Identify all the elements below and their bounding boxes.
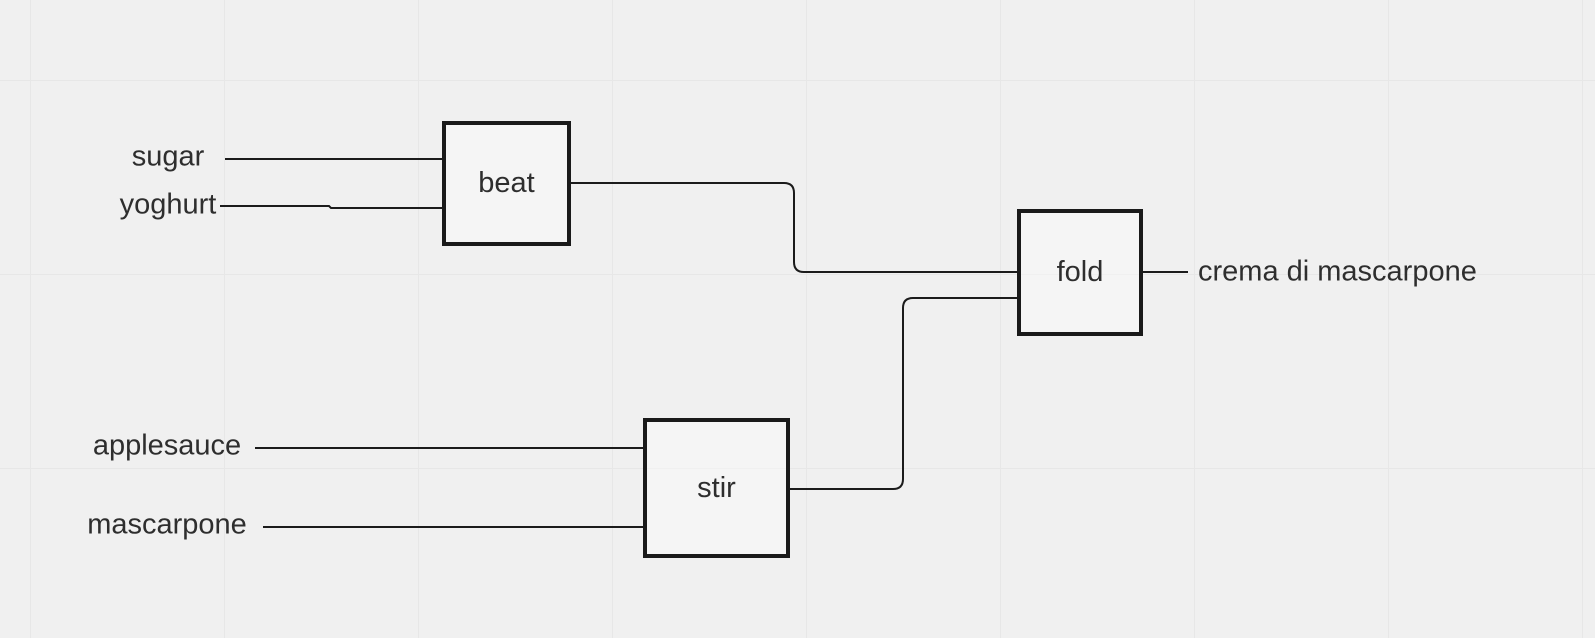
- node-stir[interactable]: stir: [643, 418, 790, 558]
- node-fold-label: fold: [1056, 256, 1104, 288]
- edge-beat-to-fold[interactable]: [571, 182, 1018, 273]
- edge-stir-to-fold[interactable]: [789, 297, 1018, 490]
- edge-yoghurt-to-beat[interactable]: [220, 205, 443, 209]
- output-label-crema-di-mascarpone: crema di mascarpone: [1198, 255, 1477, 288]
- input-label-applesauce: applesauce: [92, 429, 242, 462]
- input-label-yoghurt: yoghurt: [119, 188, 217, 221]
- node-beat-label: beat: [478, 167, 535, 199]
- node-stir-label: stir: [697, 471, 736, 504]
- input-label-mascarpone: mascarpone: [87, 508, 247, 541]
- node-fold[interactable]: fold: [1017, 209, 1143, 336]
- input-label-sugar: sugar: [131, 140, 205, 173]
- node-beat[interactable]: beat: [442, 121, 571, 246]
